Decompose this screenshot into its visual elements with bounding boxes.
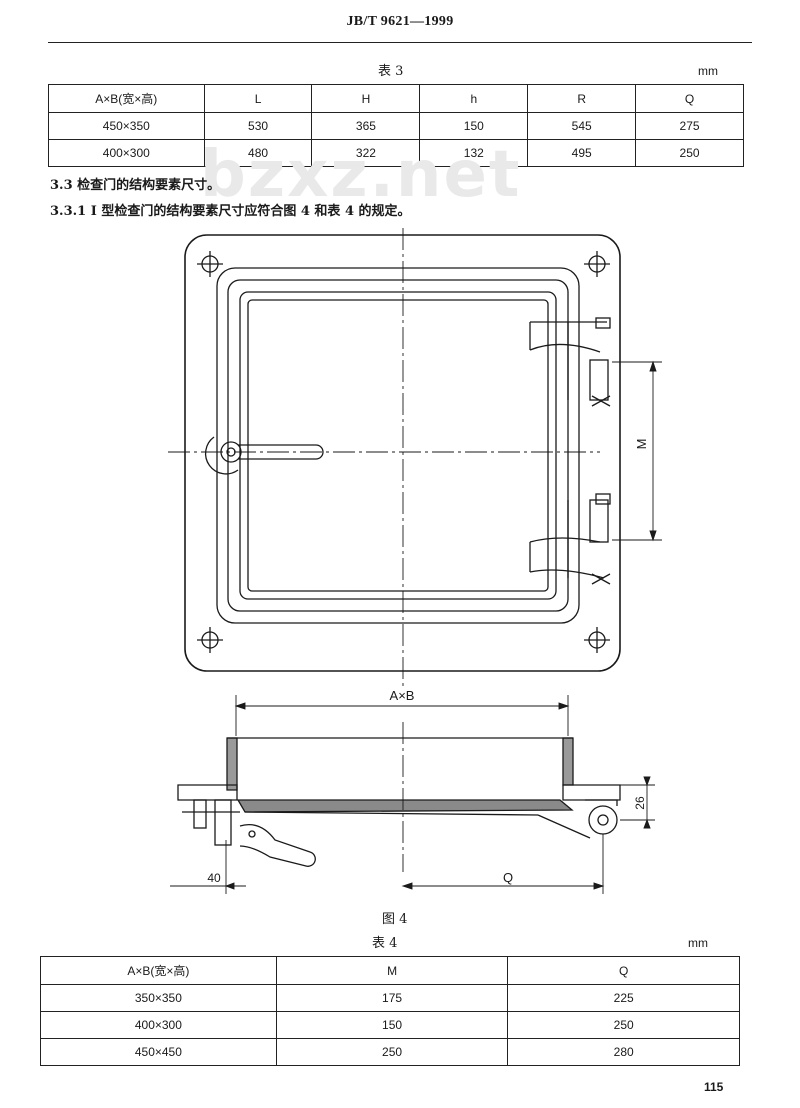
dimension-Q [401, 834, 605, 894]
table-4-header-cell: M [275, 956, 509, 985]
standard-number-header: JB/T 9621—1999 [346, 14, 454, 29]
table-4-unit: mm [688, 936, 708, 950]
label-26: 26 [633, 796, 647, 810]
table-cell: 132 [419, 139, 529, 167]
label-40: 40 [207, 871, 221, 885]
header-rule [48, 42, 752, 43]
table-cell: 280 [507, 1038, 740, 1066]
table-cell: 450×450 [40, 1038, 277, 1066]
hinge-bottom [529, 493, 611, 585]
label-AxB: A×B [390, 688, 415, 703]
table-cell: 530 [203, 112, 313, 140]
table-3-header-cell: L [203, 84, 313, 113]
table-row: 450×450 250 280 [40, 1038, 740, 1066]
label-Q: Q [503, 870, 513, 885]
dimension-40 [170, 840, 246, 894]
latch-handle [204, 436, 324, 475]
label-M: M [634, 439, 649, 450]
door-opening-inner [227, 279, 569, 612]
dimension-26 [620, 776, 655, 829]
table-cell: 400×300 [48, 139, 205, 167]
table-cell: 250 [635, 139, 744, 167]
table-3-header-cell: Q [635, 84, 744, 113]
table-3-header-row: A×B(宽×高) L H h R Q [48, 84, 744, 113]
bolt-hole-top-right [584, 251, 610, 277]
bolt-hole-bottom-right [584, 627, 610, 653]
door-opening-outer [216, 267, 580, 624]
page-number: 115 [704, 1080, 724, 1094]
table-cell: 150 [275, 1011, 509, 1039]
dimension-M [612, 360, 662, 542]
section-heading: 3.3 检查门的结构要素尺寸。 [50, 178, 221, 193]
table-row: 450×350 530 365 150 545 275 [48, 112, 744, 140]
door-frame-outline [184, 234, 621, 672]
table-4-caption: 表 4 [372, 936, 398, 951]
table-4-header-cell: A×B(宽×高) [40, 956, 277, 985]
figure-4-caption: 图 4 [382, 912, 408, 927]
table-cell: 495 [527, 139, 637, 167]
table-cell: 322 [311, 139, 421, 167]
table-row: 350×350 175 225 [40, 984, 740, 1012]
table-cell: 480 [203, 139, 313, 167]
clause-text: 3.3.1 I 型检查门的结构要素尺寸应符合图 4 和表 4 的规定。 [50, 204, 411, 219]
table-cell: 250 [507, 1011, 740, 1039]
section-body [177, 737, 621, 867]
bolt-hole-top-left [197, 251, 223, 277]
table-4-header-row: A×B(宽×高) M Q [40, 956, 740, 985]
watermark: bzxz.net [200, 138, 522, 212]
table-cell: 400×300 [40, 1011, 277, 1039]
dimension-AxB [234, 695, 570, 736]
table-cell: 450×350 [48, 112, 205, 140]
table-cell: 250 [275, 1038, 509, 1066]
table-row: 400×300 150 250 [40, 1011, 740, 1039]
table-3-unit: mm [698, 64, 718, 78]
table-3-caption: 表 3 [378, 64, 404, 79]
table-cell: 175 [275, 984, 509, 1012]
table-4: A×B(宽×高) M Q 350×350 175 225 400×300 150… [40, 956, 740, 1066]
hinge-top [529, 317, 611, 407]
table-row: 400×300 480 322 132 495 250 [48, 139, 744, 167]
table-cell: 350×350 [40, 984, 277, 1012]
table-4-header-cell: Q [507, 956, 740, 985]
bolt-hole-bottom-left [197, 627, 223, 653]
table-cell: 225 [507, 984, 740, 1012]
table-3: A×B(宽×高) L H h R Q 450×350 530 365 150 5… [48, 84, 744, 167]
